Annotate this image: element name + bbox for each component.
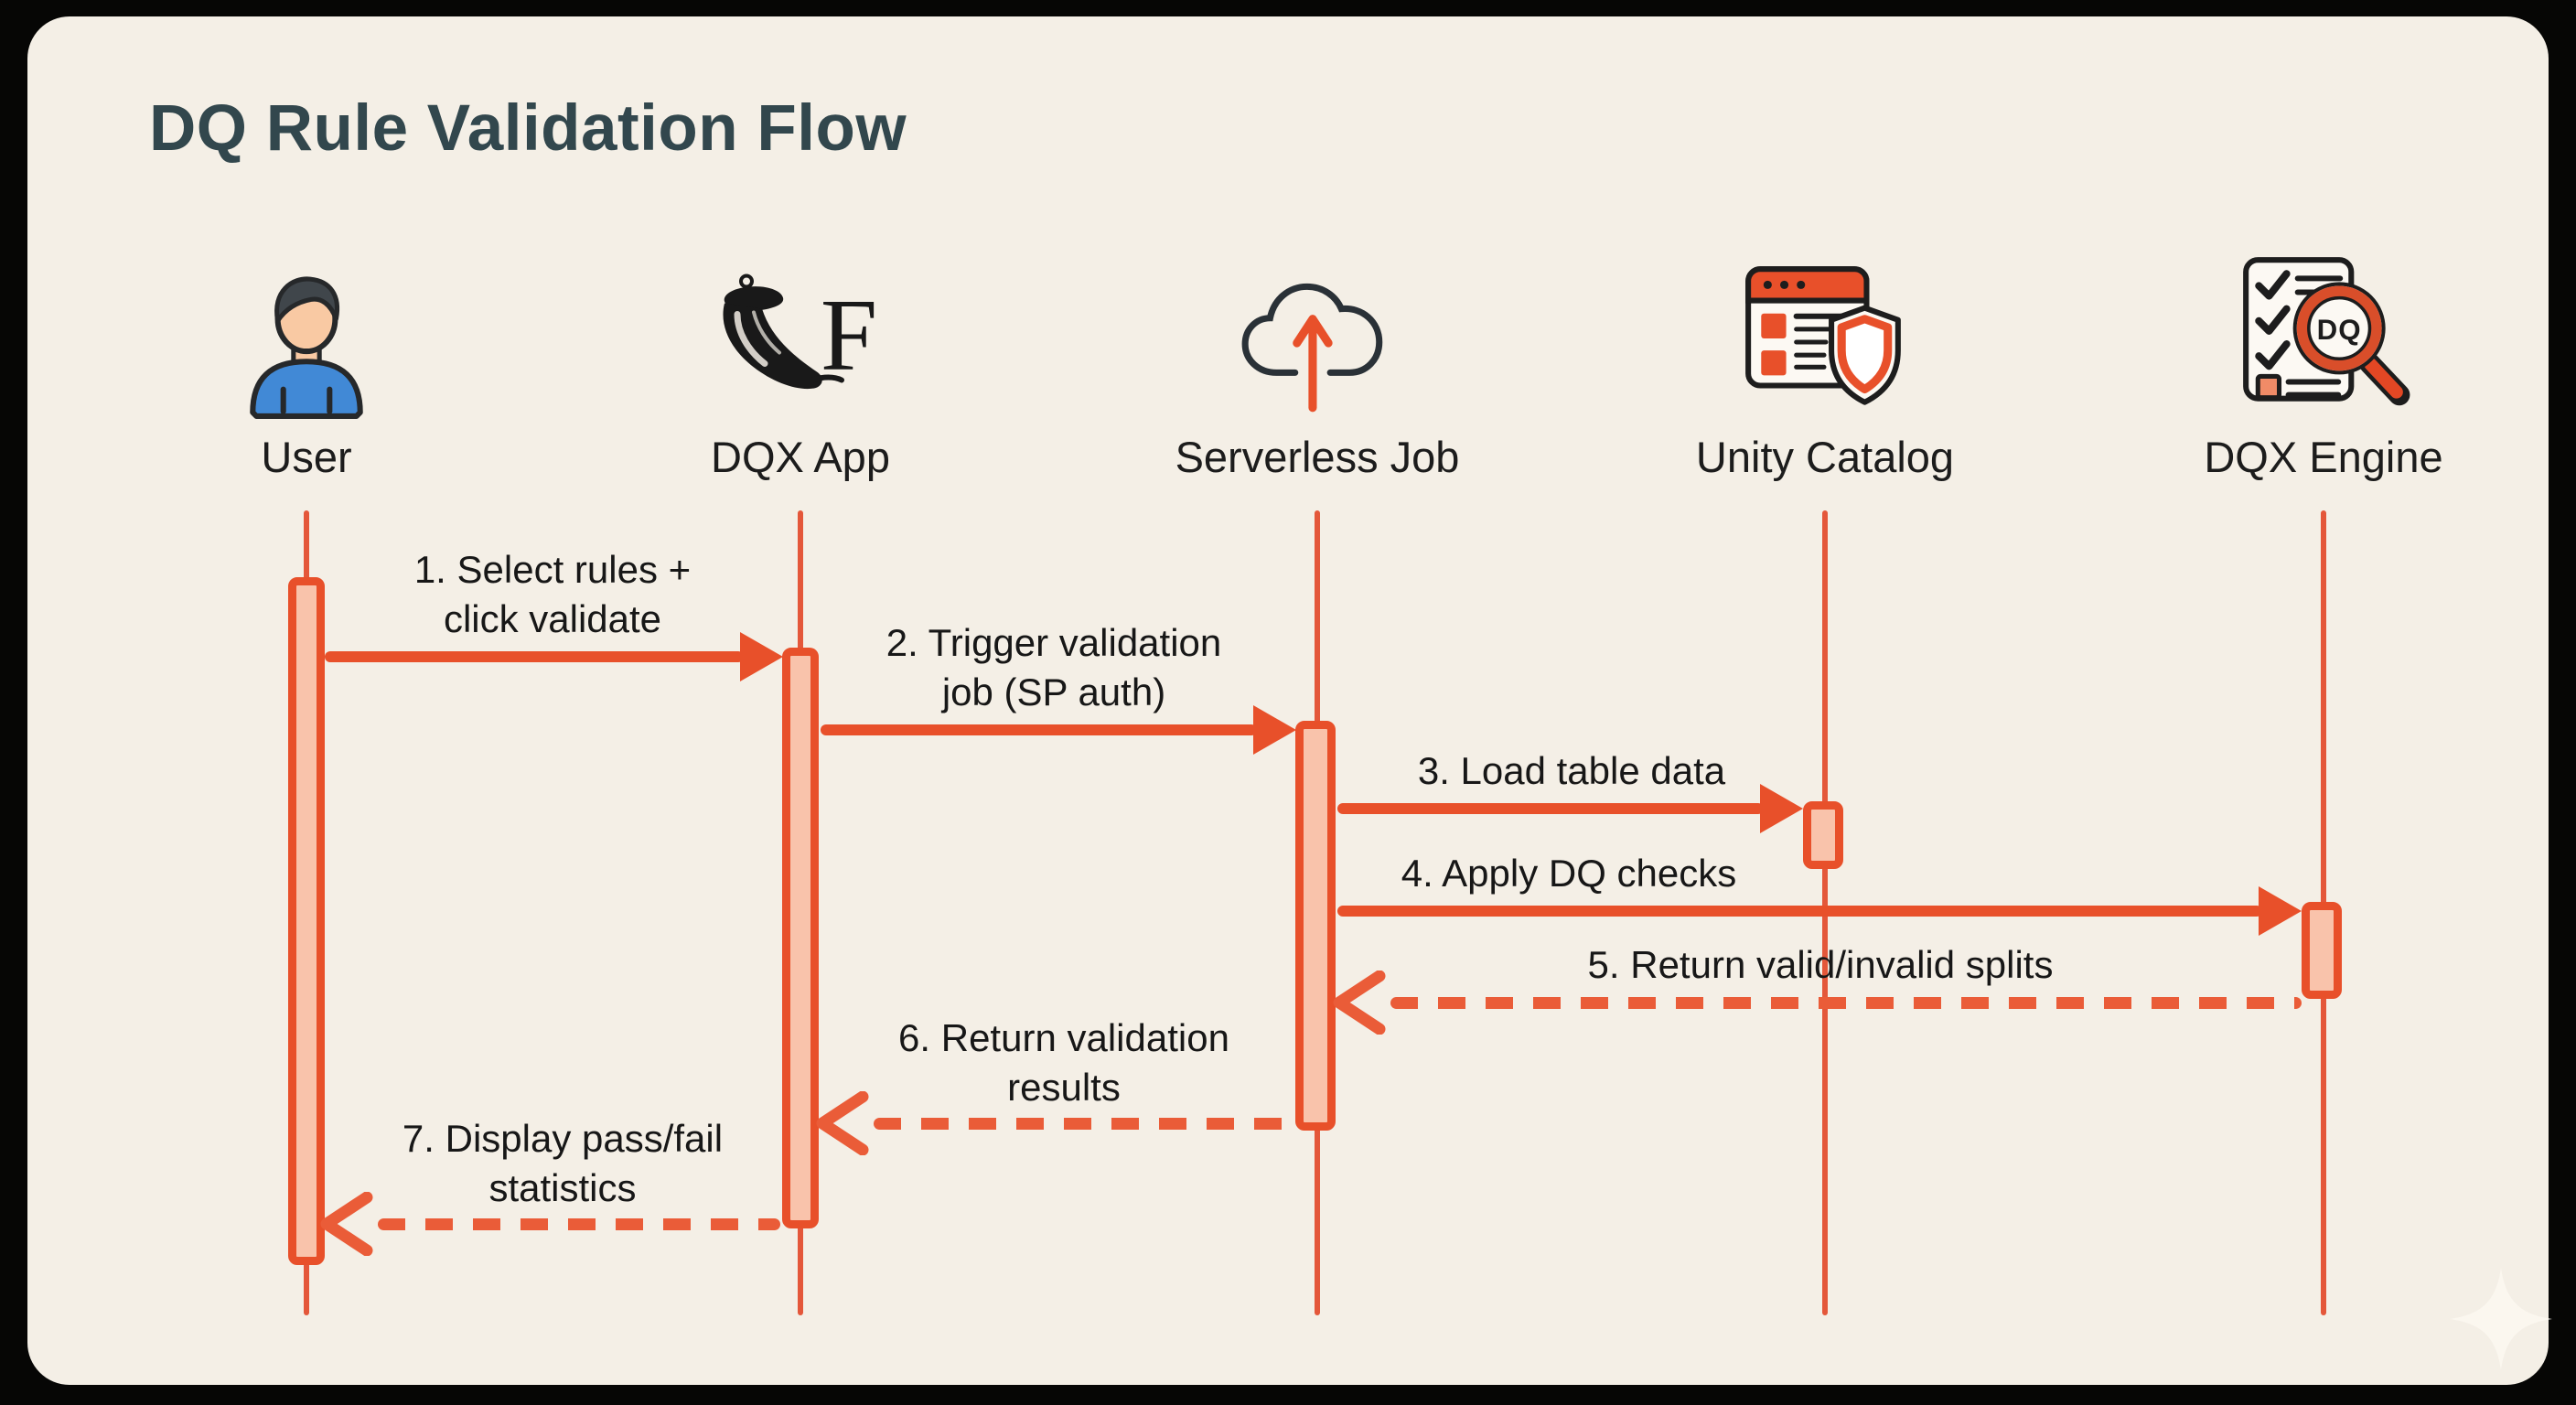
arrowhead-left-icon [1333,971,1386,1035]
flask-letter: F [821,279,877,392]
magnifier-label: DQ [2317,314,2362,346]
diagram-card: DQ Rule Validation Flow User [27,16,2552,1385]
actor-dqx-app: F DQX App [627,247,974,482]
actor-label-serverless-job: Serverless Job [1175,433,1460,481]
message-5-text: 5. Return valid/invalid splits [1587,943,2054,986]
actor-label-unity-catalog: Unity Catalog [1695,433,1955,481]
arrowhead-left-icon [816,1091,869,1155]
actor-serverless-job: Serverless Job [1143,247,1491,482]
message-3-text: 3. Load table data [1417,749,1726,792]
activation-serverless-job [1295,721,1336,1131]
actor-label-dqx-app: DQX App [711,433,890,481]
message-4-text: 4. Apply DQ checks [1401,852,1737,895]
actor-label-user: User [261,433,352,481]
sparkle-icon [2450,1268,2552,1370]
activation-dqx-app [782,648,819,1228]
message-6-text: 6. Return validation results [898,1016,1229,1109]
arrowhead-right-icon [2259,886,2302,936]
activation-user [288,577,325,1265]
cloud-upload-icon [1143,247,1491,419]
arrowhead-right-icon [1760,784,1803,833]
arrowhead-right-icon [1253,705,1296,755]
message-1-text: 1. Select rules + click validate [413,548,692,640]
person-icon [133,247,480,419]
flask-icon: F [627,247,974,419]
arrowhead-right-icon [740,632,783,681]
activation-dqx-engine [2302,902,2342,999]
catalog-shield-icon [1651,247,1999,419]
checklist-magnifier-icon: DQ [2150,247,2497,419]
message-2-text: 2. Trigger validation job (SP auth) [886,621,1222,713]
actor-label-dqx-engine: DQX Engine [2204,433,2443,481]
page-title: DQ Rule Validation Flow [149,92,907,165]
actor-user: User [133,247,480,482]
actor-dqx-engine: DQ DQX Engine [2150,247,2497,482]
arrowhead-left-icon [320,1192,373,1256]
message-7-text: 7. Display pass/fail statistics [402,1117,724,1209]
actor-unity-catalog: Unity Catalog [1651,247,1999,482]
activation-unity-catalog [1803,801,1843,869]
